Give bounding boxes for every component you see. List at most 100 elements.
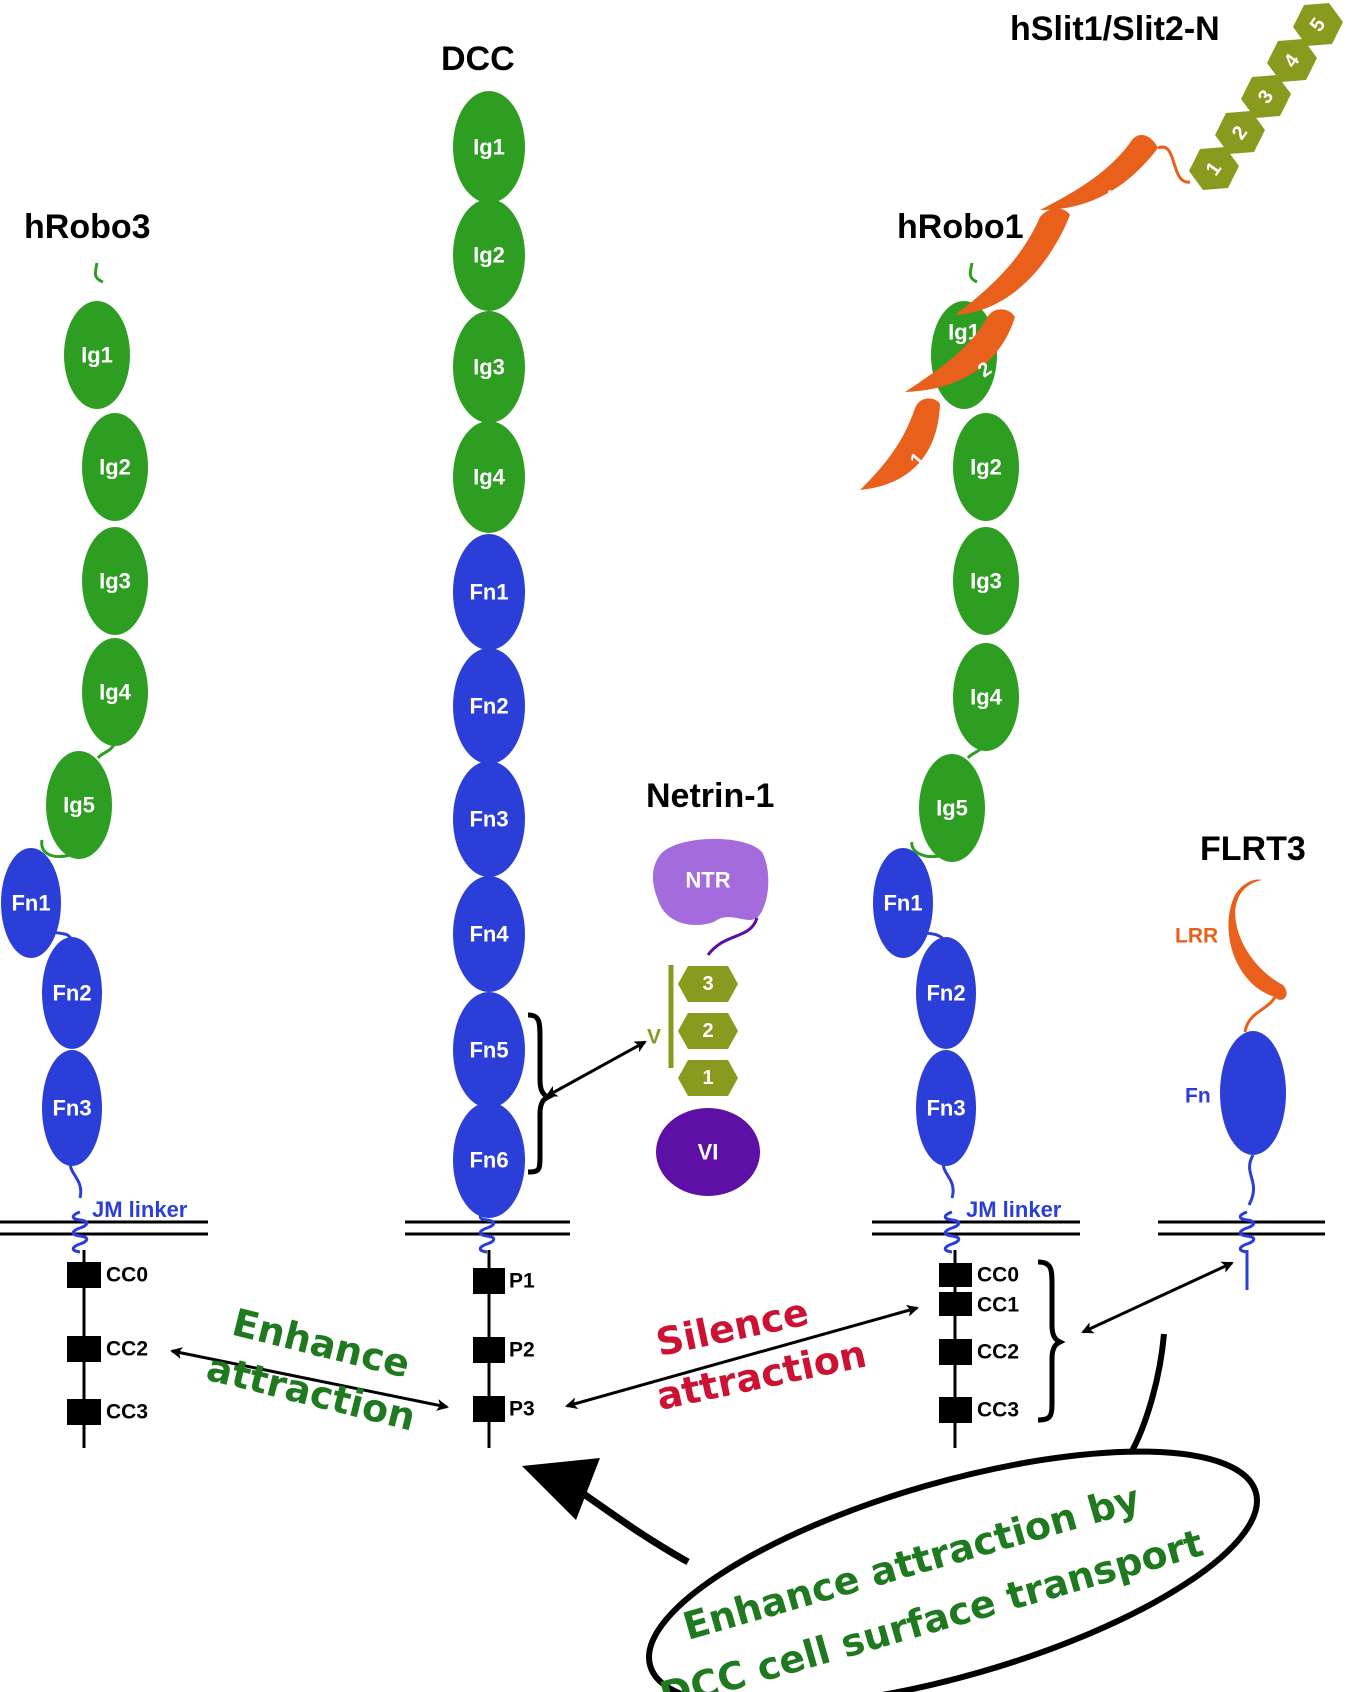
hrobo1-fn3-domain: [916, 1050, 976, 1166]
hrobo3-cc2-label: CC2: [106, 1338, 148, 1361]
hrobo3-ig2-domain: [82, 413, 148, 521]
hrobo3-title: hRobo3: [24, 208, 151, 246]
dcc-fn2-domain: [453, 648, 525, 764]
dcc-fn4-label: Fn4: [469, 922, 509, 947]
dcc-receptor: DCC Ig1 Ig2 Ig3 Ig4 Fn1 Fn2 Fn3 Fn4 Fn5 …: [405, 40, 570, 1448]
hrobo1-cc0-label: CC0: [977, 1264, 1019, 1287]
silence-arrow: [565, 1304, 919, 1410]
hrobo1-fn1-label: Fn1: [883, 891, 922, 916]
dcc-fn1-label: Fn1: [469, 580, 508, 605]
hrobo1-cc3-label: CC3: [977, 1399, 1019, 1422]
hrobo3-ig2-label: Ig2: [99, 455, 131, 480]
hrobo1-ig2-label: Ig2: [970, 455, 1002, 480]
hrobo3-cc3-label: CC3: [106, 1401, 148, 1424]
netrin-egf3-label: 3: [702, 973, 713, 995]
hrobo3-cc0-motif: [67, 1262, 101, 1288]
hrobo1-cc1-label: CC1: [977, 1294, 1019, 1317]
hrobo3-ig3-domain: [82, 527, 148, 635]
dcc-ig2-label: Ig2: [473, 243, 505, 268]
dcc-ig3-domain: [453, 311, 525, 423]
netrin-ntr-domain: [652, 838, 769, 926]
hrobo1-cc2-motif: [939, 1339, 972, 1365]
dcc-fn6-domain: [453, 1102, 525, 1218]
hrobo3-receptor: hRobo3 Ig1 Ig2 Ig3 Ig4 Ig5 Fn1 Fn2 Fn3 J…: [0, 208, 208, 1448]
netrin-vi-label: VI: [698, 1140, 719, 1165]
annotations: Enhance attraction Silence attraction En…: [202, 1290, 1260, 1692]
slit-egf1-hexagon: [1189, 147, 1239, 190]
hrobo1-ig5-label: Ig5: [936, 796, 968, 821]
dcc-fn1-domain: [453, 534, 525, 650]
dcc-ig1-label: Ig1: [473, 135, 505, 160]
hrobo1-ig4-label: Ig4: [970, 685, 1003, 710]
slit-lrr4-domain: [1040, 134, 1158, 210]
hrobo1-cc0-motif: [939, 1263, 972, 1287]
slit-egf4-hexagon: [1267, 39, 1317, 82]
hrobo3-fn3-label: Fn3: [52, 1096, 91, 1121]
enhance-arrow: [170, 1347, 449, 1411]
dcc-ig4-domain: [453, 421, 525, 533]
dcc-p3-motif: [473, 1396, 505, 1422]
slit-lrr4-label: 4: [1101, 185, 1123, 210]
hrobo3-ig5-domain: [46, 751, 112, 859]
hrobo1-cc2-label: CC2: [977, 1341, 1019, 1364]
hrobo1-fn3-label: Fn3: [926, 1096, 965, 1121]
hrobo3-fn1-label: Fn1: [11, 891, 50, 916]
dcc-fn2-label: Fn2: [469, 694, 508, 719]
slit-ligand: hSlit1/Slit2-N 4 3 2 1 1 2 3 4 5: [860, 3, 1343, 490]
slit-lrr3-label: 3: [1039, 268, 1062, 292]
dcc-p2-motif: [473, 1337, 505, 1363]
hrobo3-fn2-label: Fn2: [52, 981, 91, 1006]
hrobo3-fn1-domain: [1, 848, 61, 958]
dcc-title: DCC: [441, 40, 515, 78]
flrt3-fn-domain: [1220, 1031, 1286, 1155]
dcc-fn5-domain: [453, 992, 525, 1108]
flrt3-lrr-label: LRR: [1175, 925, 1218, 948]
hrobo1-cc-brace: [1037, 1259, 1066, 1423]
interaction-arrows: [170, 1040, 1234, 1566]
hrobo1-receptor: hRobo1 Ig1 Ig2 Ig3 Ig4 Ig5 Fn1 Fn2 Fn3 J…: [872, 208, 1080, 1448]
netrin-1-ligand: Netrin-1 NTR V 3 2 1 VI: [646, 777, 774, 1196]
hrobo1-fn2-domain: [916, 937, 976, 1049]
netrin-vi-domain: [656, 1108, 760, 1196]
transport-arrow: [576, 1487, 690, 1566]
dcc-p3-label: P3: [509, 1398, 535, 1421]
robo1-flrt3-arrow: [1081, 1261, 1234, 1334]
flrt3-lrr-domain: [1228, 879, 1287, 1000]
hrobo1-fn2-label: Fn2: [926, 981, 965, 1006]
hrobo3-fn2-domain: [42, 937, 102, 1049]
hrobo3-cc3-motif: [67, 1399, 101, 1425]
hrobo3-fn3-domain: [42, 1050, 102, 1166]
hrobo3-cc0-label: CC0: [106, 1264, 148, 1287]
slit-egf2-hexagon: [1215, 111, 1265, 154]
hrobo1-cc3-motif: [939, 1397, 972, 1423]
dcc-p1-label: P1: [509, 1270, 535, 1293]
slit-lrr3-domain: [955, 208, 1070, 315]
hrobo1-ig5-domain: [919, 754, 985, 862]
dcc-ig2-domain: [453, 199, 525, 311]
transport-arrow-head: [522, 1458, 600, 1520]
netrin-v-label: V: [647, 1026, 661, 1049]
hrobo3-ig5-label: Ig5: [63, 793, 95, 818]
hrobo3-ig4-domain: [82, 638, 148, 746]
netrin-egf1-hexagon: [678, 1060, 738, 1096]
netrin-egf1-label: 1: [702, 1067, 713, 1089]
netrin-egf2-hexagon: [678, 1013, 738, 1049]
flrt3-title: FLRT3: [1200, 830, 1306, 868]
dcc-ig4-label: Ig4: [473, 465, 506, 490]
slit-title: hSlit1/Slit2-N: [1010, 10, 1220, 48]
hrobo1-fn1-domain: [873, 848, 933, 958]
slit-lrr2-domain: [905, 309, 1015, 392]
transport-ellipse: [646, 1448, 1260, 1692]
flrt3-receptor: FLRT3 LRR Fn: [1158, 830, 1325, 1290]
dcc-p1-motif: [473, 1268, 505, 1294]
slit-egf3-hexagon: [1241, 75, 1291, 118]
hrobo1-cc1-motif: [939, 1292, 972, 1316]
hrobo1-ig4-domain: [953, 643, 1019, 751]
hrobo3-ig3-label: Ig3: [99, 569, 131, 594]
hrobo1-jm-linker-label: JM linker: [966, 1197, 1062, 1222]
dcc-p2-label: P2: [509, 1339, 535, 1362]
netrin-egf3-hexagon: [678, 966, 738, 1002]
hrobo1-ig2-domain: [953, 413, 1019, 521]
dcc-fn5-fn6-brace: [527, 1012, 554, 1175]
